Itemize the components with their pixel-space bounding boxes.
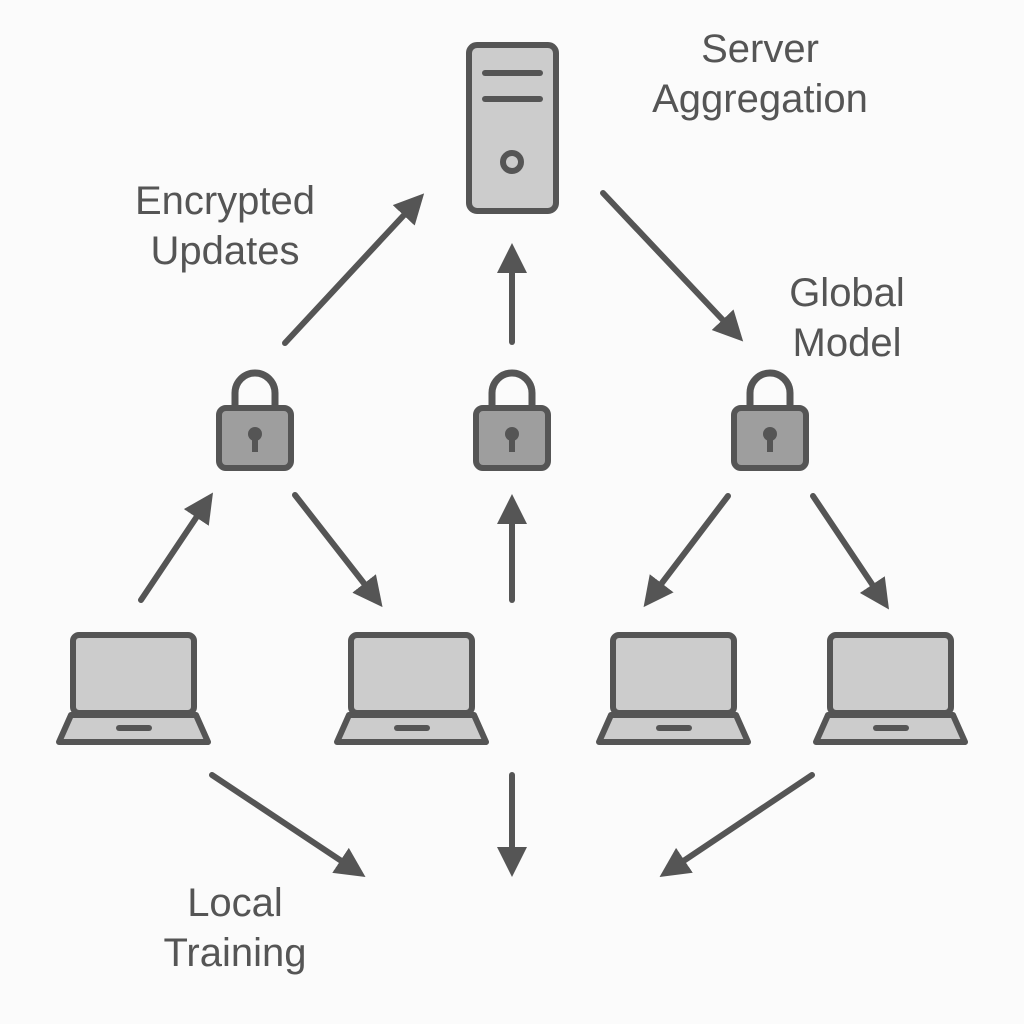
laptop-icon — [334, 632, 489, 745]
arrow-down-right — [209, 772, 366, 877]
lock-icon — [216, 369, 294, 471]
lock-icon — [731, 369, 809, 471]
arrow-down-left — [643, 493, 731, 608]
laptop-icon — [813, 632, 968, 745]
encrypted-updates-label: Encrypted Updates — [134, 179, 316, 273]
arrow-down-left — [659, 772, 815, 878]
arrow-up-right — [138, 492, 214, 603]
server-icon — [466, 42, 559, 214]
global-model-label: Global Model — [789, 271, 905, 365]
arrow-up-right — [282, 193, 425, 346]
lock-icon — [473, 369, 551, 471]
laptop-icon — [56, 632, 211, 745]
arrow-down-right — [600, 190, 744, 342]
arrow-down-right — [292, 492, 383, 608]
arrow-down-right — [810, 493, 890, 610]
server-aggregation-label: Server Aggregation — [652, 27, 868, 121]
laptop-icon — [596, 632, 751, 745]
local-training-label: Local Training — [163, 881, 307, 975]
